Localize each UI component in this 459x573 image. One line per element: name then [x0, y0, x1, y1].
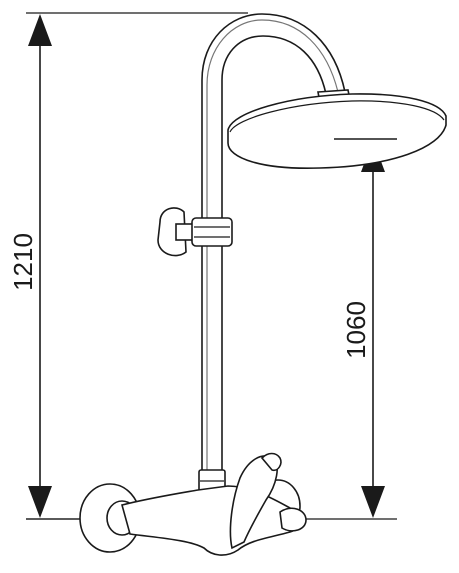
shower-head	[227, 89, 447, 170]
total-height-arrow-bottom	[28, 486, 52, 518]
head-height-label: 1060	[341, 301, 371, 359]
wall-mixer	[26, 452, 307, 556]
riser-pipe	[201, 13, 346, 521]
wall-support-flange	[157, 207, 187, 257]
shower-head-rim	[229, 100, 445, 133]
wall-support-bracket	[157, 207, 233, 257]
slider-ring	[191, 217, 233, 247]
total-height-label: 1210	[8, 233, 38, 291]
head-height-arrow-bottom	[361, 486, 385, 518]
head-height-dimension: 1060	[306, 138, 397, 520]
mixer-lever-tip	[260, 452, 282, 472]
total-height-dimension: 1210	[8, 12, 248, 520]
arm-highlight	[206, 19, 339, 93]
shower-head-body	[227, 93, 447, 170]
mixer-outlet	[279, 507, 307, 532]
riser-pipe-outline	[201, 13, 346, 521]
total-height-arrow-top	[28, 14, 52, 46]
